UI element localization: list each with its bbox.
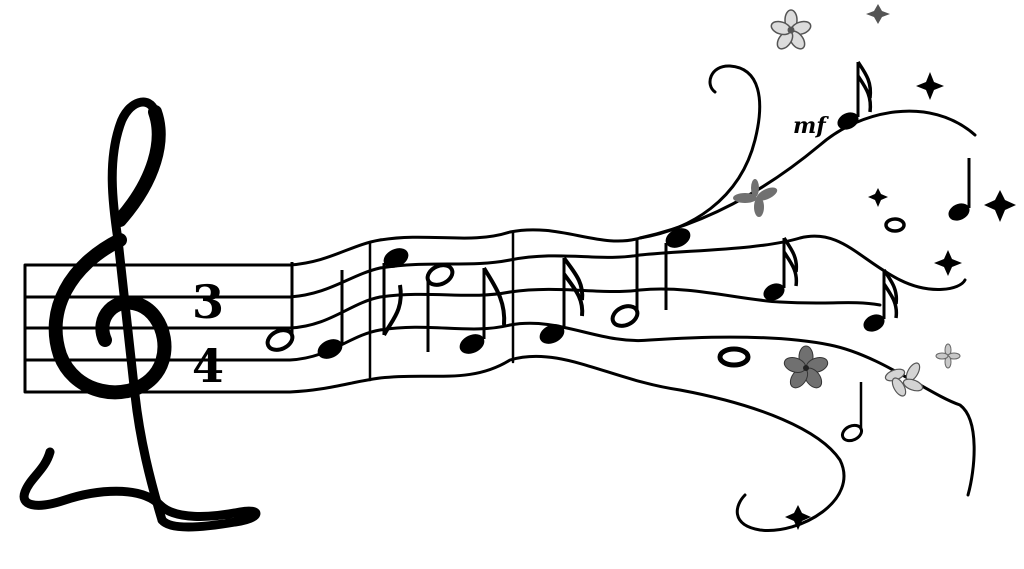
sparkle-icon	[868, 188, 888, 207]
sparkle-icon	[984, 190, 1016, 222]
time-signature-top: 3	[192, 275, 224, 329]
sparkle-icon	[916, 72, 944, 100]
eighth-note-icon	[382, 248, 409, 336]
flower-icon	[770, 9, 812, 50]
sixteenth-note-icon	[837, 61, 873, 130]
quarter-note-icon	[664, 228, 691, 310]
quarter-note-icon	[317, 270, 344, 359]
whole-note-icon	[717, 346, 751, 368]
whole-note-icon	[884, 217, 906, 233]
dynamic-marking: mf	[793, 113, 829, 139]
sixteenth-note-icon	[539, 256, 585, 344]
flower-icon	[733, 179, 778, 217]
eighth-note-icon	[459, 266, 507, 354]
bar-lines	[368, 230, 515, 382]
sixteenth-note-icon	[863, 269, 899, 332]
sparkle-icon	[934, 250, 962, 276]
quarter-note-icon	[948, 158, 971, 221]
flower-icon	[935, 343, 961, 369]
sparkle-icon	[866, 4, 890, 24]
treble-clef-icon	[19, 97, 261, 532]
sixteenth-note-icon	[763, 237, 799, 301]
half-note-icon	[265, 262, 295, 352]
flower-icon	[884, 362, 924, 397]
half-note-icon	[840, 382, 864, 443]
time-signature-bottom: 4	[192, 339, 224, 393]
sparkle-icon	[785, 505, 811, 530]
flower-icon	[783, 345, 829, 389]
half-note-icon	[425, 263, 455, 352]
half-note-icon	[610, 240, 640, 328]
